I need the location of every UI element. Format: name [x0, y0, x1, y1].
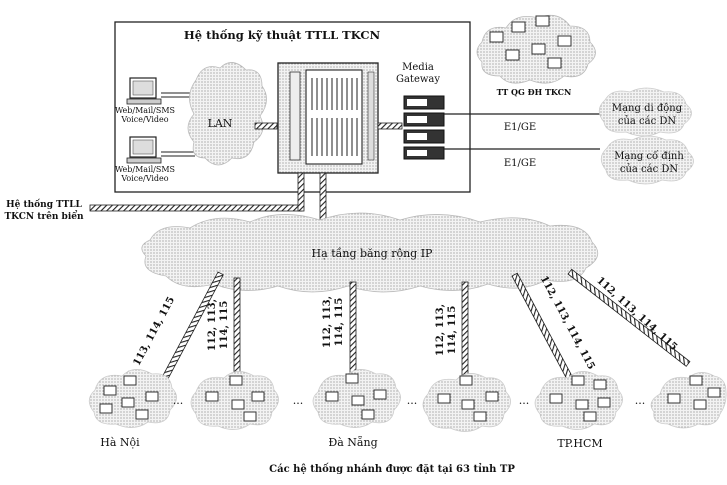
ellipsis-3: ... [407, 394, 418, 407]
branch-number-4-line1: 112, 113, [435, 304, 446, 356]
ellipsis-4: ... [519, 394, 530, 407]
branch-cluster-hcm [534, 371, 623, 430]
ellipsis-1: ... [173, 394, 184, 407]
branch-link-3 [349, 281, 357, 381]
fixed-network-cloud [600, 135, 694, 185]
border-system-line2: TKCN trên biển [4, 210, 84, 222]
branch-link-2 [233, 277, 241, 379]
branch-number-2-line2: 114, 115 [219, 301, 230, 350]
media-gateway-line1: Media [402, 62, 434, 73]
terminal-computer-2 [126, 136, 195, 164]
e1-label-bottom: E1/GE [504, 158, 536, 169]
branch-number-3-line1: 112, 113, [322, 296, 333, 348]
lan-label: LAN [208, 117, 233, 130]
fixed-network-line2: của các DN [620, 164, 679, 175]
city-danang: Đà Nẵng [328, 436, 377, 449]
tt-qg-label: TT QG ĐH TKCN [497, 87, 572, 97]
lan-cloud [187, 62, 267, 166]
ellipsis-5: ... [635, 394, 646, 407]
city-hcm: TP.HCM [557, 437, 602, 450]
branch-number-4-line2: 114, 115 [447, 306, 458, 355]
media-gateway-line2: Gateway [396, 74, 440, 85]
media-gateway-device [403, 95, 445, 160]
branch-number-3-line2: 114, 115 [334, 298, 345, 347]
e1-label-top: E1/GE [504, 122, 536, 133]
lan-server-link [254, 122, 278, 130]
server-down-link-b [319, 172, 327, 224]
fixed-network-line1: Mạng cố định [614, 151, 684, 162]
tt-qg-computers [489, 15, 572, 69]
footer-caption: Các hệ thống nhánh được đặt tại 63 tỉnh … [269, 463, 515, 475]
server-gateway-link [377, 122, 403, 130]
city-hanoi: Hà Nội [100, 436, 140, 449]
terminal-1-line2: Voice/Video [120, 115, 168, 124]
mobile-network-line1: Mạng di động [612, 103, 683, 114]
branch-number-6-line1: 112, 113, 114, 115 [594, 275, 679, 353]
mobile-network-cloud [598, 87, 692, 137]
border-system-line1: Hệ thống TTLL [6, 198, 82, 210]
branch-link-6 [567, 268, 691, 367]
branch-link-4 [461, 281, 469, 379]
terminal-1-line1: Web/Mail/SMS [115, 106, 175, 115]
branch-cluster-6 [650, 372, 727, 429]
terminal-2-line2: Voice/Video [120, 174, 168, 183]
server-down-link-a [297, 172, 305, 212]
main-system-title: Hệ thống kỹ thuật TTLL TKCN [184, 28, 381, 42]
branch-number-2-line1: 112, 113, [207, 299, 218, 351]
branch-cluster-2 [190, 371, 279, 430]
central-server [277, 62, 379, 174]
branch-cluster-danang [312, 369, 401, 428]
ellipsis-2: ... [293, 394, 304, 407]
border-system-link [89, 204, 303, 212]
terminal-2-line1: Web/Mail/SMS [115, 165, 175, 174]
mobile-network-line2: của các DN [618, 116, 677, 127]
branch-cluster-hanoi [88, 369, 177, 428]
branch-cluster-4 [422, 373, 511, 432]
backbone-label: Hạ tầng băng rộng IP [312, 247, 434, 260]
